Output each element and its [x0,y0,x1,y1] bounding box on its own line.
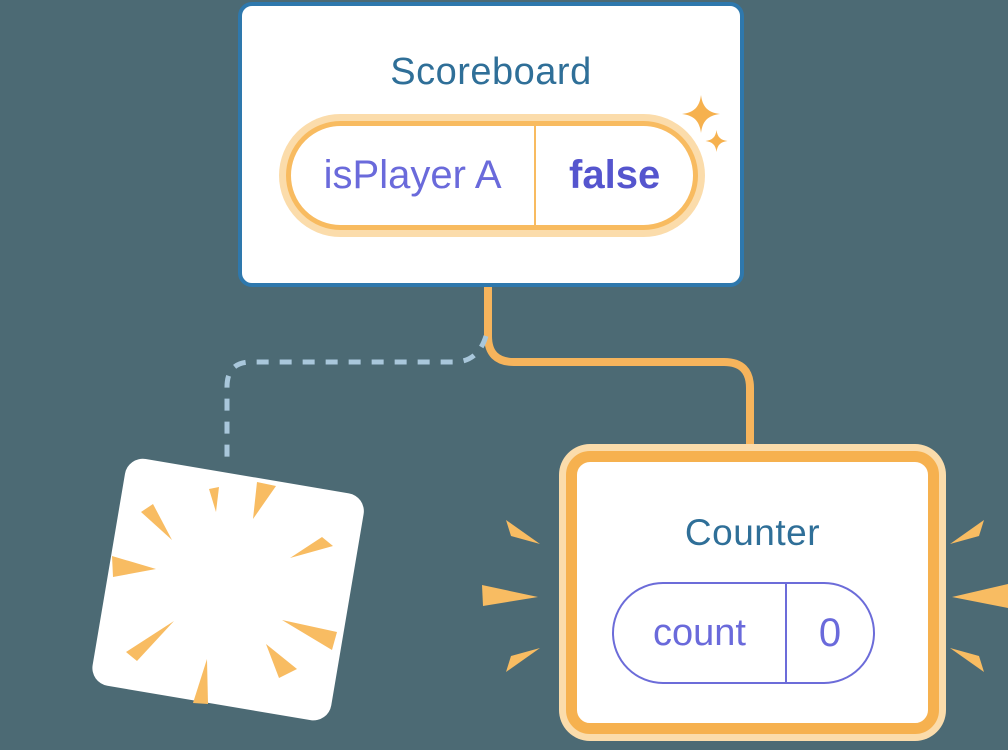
state-key-label: count [614,584,787,682]
scoreboard-title: Scoreboard [390,51,592,93]
destroyed-counter-card [89,456,367,724]
counter-title: Counter [684,512,821,553]
state-key-label: isPlayer A [291,126,537,225]
connector-solid-orange [484,284,754,452]
scoreboard-card: Scoreboard isPlayer A false [238,2,744,287]
state-value-label: false [569,153,661,197]
count-state-pill: count 0 [612,582,875,684]
state-value-label: 0 [818,610,842,655]
isplayer-state-pill: isPlayer A false [286,121,698,230]
connector-dashed-destroyed [224,335,489,463]
counter-card: Counter count 0 [566,451,939,734]
